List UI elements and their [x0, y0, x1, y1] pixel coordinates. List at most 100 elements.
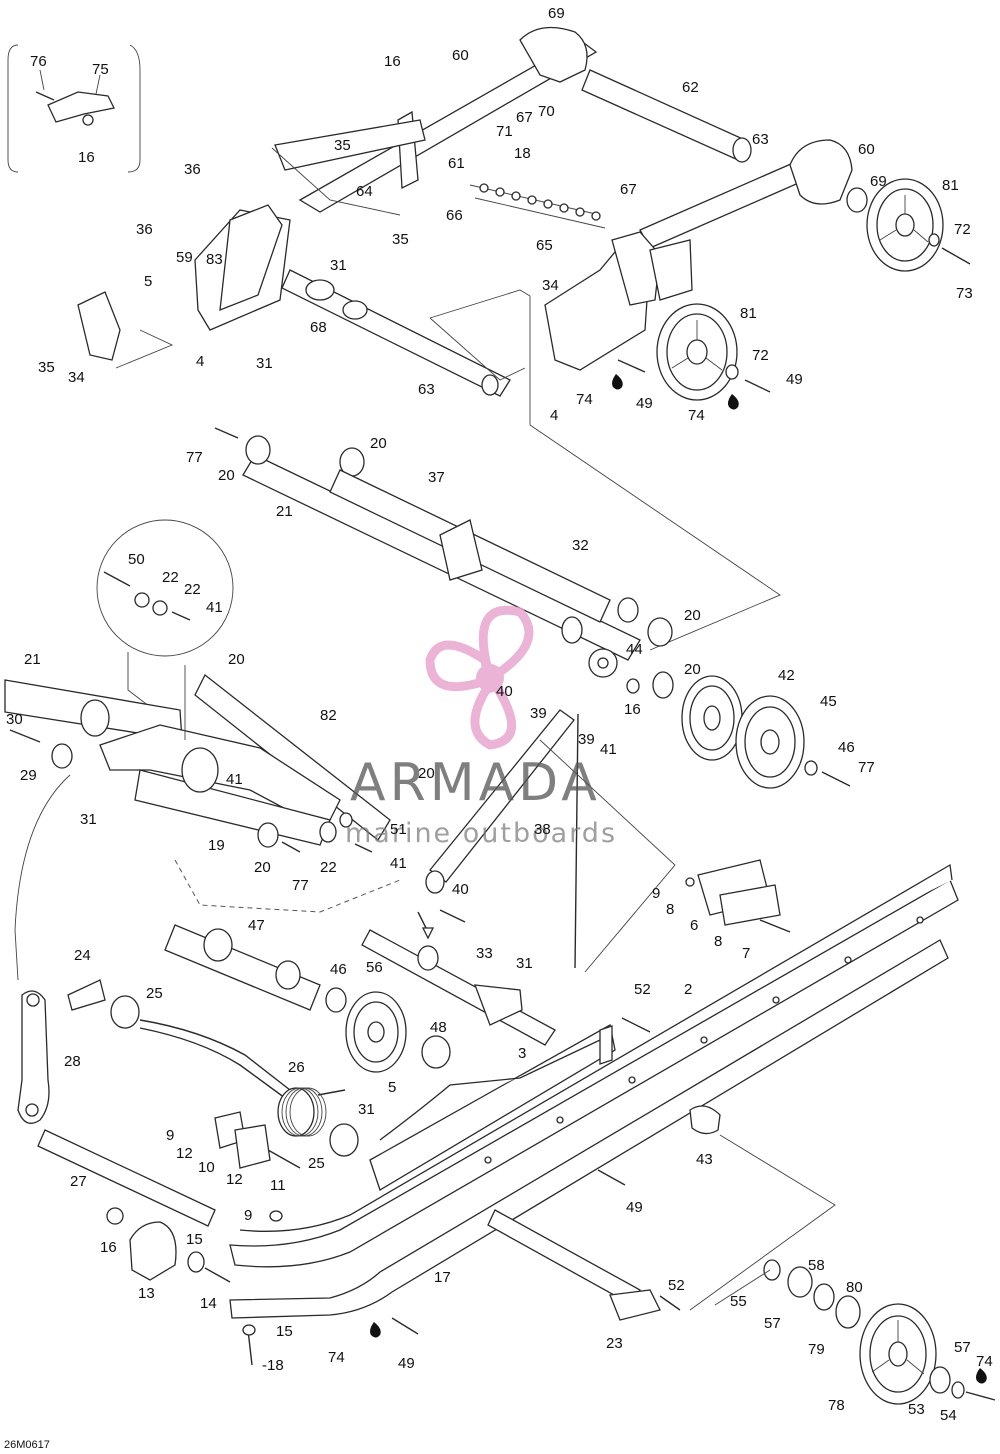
callout-15: 15 [186, 1231, 203, 1248]
callout-40: 40 [496, 683, 513, 700]
callout-21: 21 [24, 651, 41, 668]
callout-3: 3 [518, 1045, 526, 1062]
callout-32: 32 [572, 537, 589, 554]
callout-57: 57 [954, 1339, 971, 1356]
callout-68: 68 [310, 319, 327, 336]
callout-36: 36 [184, 161, 201, 178]
callout-83: 83 [206, 251, 223, 268]
callout-31: 31 [330, 257, 347, 274]
callout-76: 76 [30, 53, 47, 70]
callout-81: 81 [942, 177, 959, 194]
callout-59: 59 [176, 249, 193, 266]
callout-56: 56 [366, 959, 383, 976]
callout-41: 41 [226, 771, 243, 788]
callout-11: 11 [270, 1177, 286, 1194]
rear-wheel-stack [714, 1259, 996, 1405]
callout-35: 35 [38, 359, 55, 376]
idler-wheel-42 [681, 675, 743, 761]
idler-wheel-45 [735, 695, 805, 789]
callout-20: 20 [684, 607, 701, 624]
callout-27: 27 [70, 1173, 87, 1190]
callout-72: 72 [752, 347, 769, 364]
threadlock-markers [370, 374, 987, 1384]
callout-74: 74 [688, 407, 705, 424]
callout-37: 37 [428, 469, 445, 486]
callout-9: 9 [244, 1207, 252, 1224]
callout-42: 42 [778, 667, 795, 684]
callout-labels: 76 75 16 16 60 69 62 67 70 71 18 35 61 6… [4, 5, 993, 1451]
callout-20: 20 [418, 765, 435, 782]
reference-code: 26M0617 [4, 1439, 50, 1451]
bracket-13 [106, 1207, 283, 1366]
callout-16: 16 [100, 1239, 117, 1256]
callout-7: 7 [742, 945, 750, 962]
callout-74: 74 [576, 391, 593, 408]
callout-44: 44 [626, 641, 643, 658]
callout-49: 49 [786, 371, 803, 388]
callout-62: 62 [682, 79, 699, 96]
callout-79: 79 [808, 1341, 825, 1358]
callout-74: 74 [328, 1349, 345, 1366]
callout-39: 39 [578, 731, 595, 748]
callout-78: 78 [828, 1397, 845, 1414]
callout-35: 35 [334, 137, 351, 154]
callout-30: 30 [6, 711, 23, 728]
callout-9: 9 [166, 1127, 174, 1144]
watermark-brand: ARMADA [350, 753, 601, 813]
callout-77: 77 [858, 759, 875, 776]
callout-41: 41 [600, 741, 617, 758]
callout-66: 66 [446, 207, 463, 224]
callout-24: 24 [74, 947, 91, 964]
callout-20: 20 [684, 661, 701, 678]
callout-46: 46 [838, 739, 855, 756]
callout-69: 69 [870, 173, 887, 190]
callout-23: 23 [606, 1335, 623, 1352]
callout-10: 10 [198, 1159, 215, 1176]
callout-2: 2 [684, 981, 692, 998]
callout-55: 55 [730, 1293, 747, 1310]
callout-6: 6 [690, 917, 698, 934]
wheel-81-upper [866, 178, 944, 272]
callout-71: 71 [496, 123, 513, 140]
callout-17: 17 [434, 1269, 451, 1286]
callout-16: 16 [384, 53, 401, 70]
callout-18: 18 [514, 145, 531, 162]
callout-36: 36 [136, 221, 153, 238]
callout-45: 45 [820, 693, 837, 710]
callout-43: 43 [696, 1151, 713, 1168]
lower-idler-assembly [164, 870, 556, 1073]
callout-49: 49 [398, 1355, 415, 1372]
callout-41: 41 [206, 599, 223, 616]
callout-46: 46 [330, 961, 347, 978]
slide-rails [229, 863, 959, 1335]
callout-39: 39 [530, 705, 547, 722]
wheel-81-mid [656, 303, 738, 401]
callout-41: 41 [390, 855, 407, 872]
callout-5: 5 [144, 273, 152, 290]
callout-52: 52 [634, 981, 651, 998]
callout-31: 31 [256, 355, 273, 372]
callout-13: 13 [138, 1285, 155, 1302]
callout-58: 58 [808, 1257, 825, 1274]
callout-8: 8 [666, 901, 674, 918]
callout-26: 26 [288, 1059, 305, 1076]
callout-52: 52 [668, 1277, 685, 1294]
callout-15: 15 [276, 1323, 293, 1340]
callout-72: 72 [954, 221, 971, 238]
callout-50: 50 [128, 551, 145, 568]
callout-48: 48 [430, 1019, 447, 1036]
inset-bracket-detail [7, 44, 141, 173]
callout-31: 31 [516, 955, 533, 972]
callout-8: 8 [714, 933, 722, 950]
callout-64: 64 [356, 183, 373, 200]
callout-74: 74 [976, 1353, 993, 1370]
callout-34: 34 [542, 277, 559, 294]
callout-31: 31 [80, 811, 97, 828]
callout-20: 20 [370, 435, 387, 452]
spring-66 [469, 183, 601, 221]
callout-29: 29 [20, 767, 37, 784]
callout-51: 51 [390, 821, 407, 838]
idler-wheel-46 [345, 991, 407, 1073]
callout-49: 49 [626, 1199, 643, 1216]
callout-25: 25 [308, 1155, 325, 1172]
